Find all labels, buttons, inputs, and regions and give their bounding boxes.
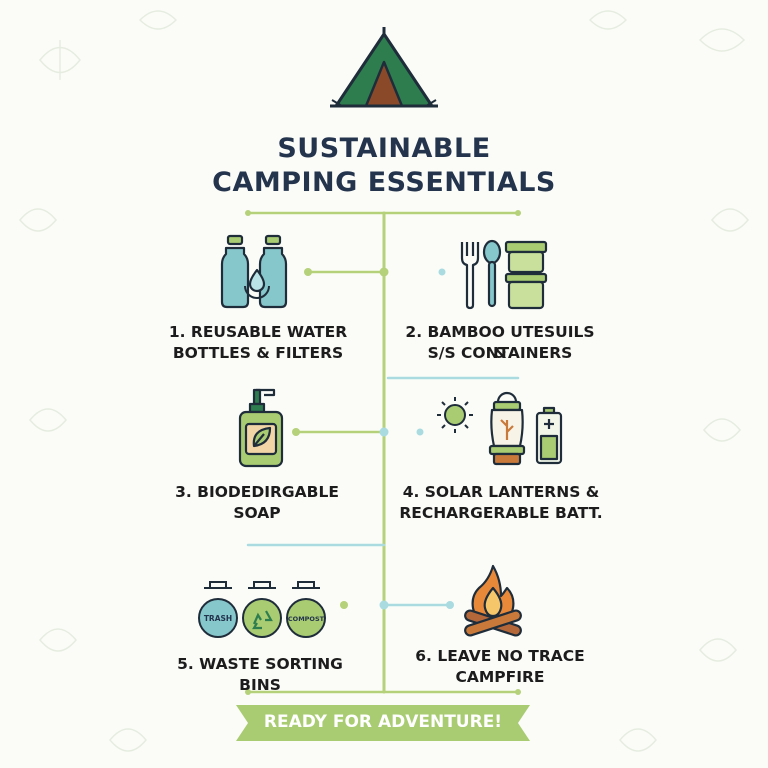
item-6-label-line-1: 6. LEAVE NO TRACE	[415, 647, 585, 665]
item-1-label-line-2: BOTTLES & FILTERS	[172, 344, 344, 362]
item-4-label-line-2: RECHARGERABLE BATT.	[399, 504, 603, 522]
waste-bin-icon: TRASH COMPOST	[198, 581, 326, 638]
item-1-label-line-1: 1. REUSABLE WATER	[168, 323, 348, 341]
campfire-icon	[464, 564, 522, 637]
item-4-label-line-1: 4. SOLAR LANTERNS &	[402, 483, 600, 501]
trash-bin-label: TRASH	[204, 614, 232, 623]
item-5-label-line-1: 5. WASTE SORTING BINS	[177, 655, 343, 694]
soap-bottle-icon	[238, 388, 284, 468]
footer-banner	[236, 705, 530, 741]
battery-icon	[535, 406, 563, 465]
recycle-icon	[252, 610, 273, 630]
bamboo-utensils-icon	[460, 239, 548, 310]
compost-bin-label: COMPOST	[288, 615, 325, 623]
item-3-label-line-2: SOAP	[233, 504, 281, 522]
sun-icon	[437, 397, 473, 433]
item-2-label-line-1: 2. BAMBOO UTESUILS &	[405, 323, 595, 362]
title-line-2: CAMPING ESSENTIALS	[212, 167, 556, 198]
item-6-label-line-2: CAMPFIRE	[455, 668, 545, 686]
tent-icon	[330, 27, 438, 108]
item-2-label-line-2: S/S CONTAINERS	[427, 344, 573, 362]
item-3-label-line-1: 3. BIODEDIRGABLE	[175, 483, 339, 501]
title-line-1: SUSTAINABLE	[277, 133, 491, 164]
water-bottle-icon	[220, 234, 288, 309]
lantern-icon	[488, 391, 526, 466]
footer-banner-text: READY FOR ADVENTURE!	[263, 712, 503, 732]
